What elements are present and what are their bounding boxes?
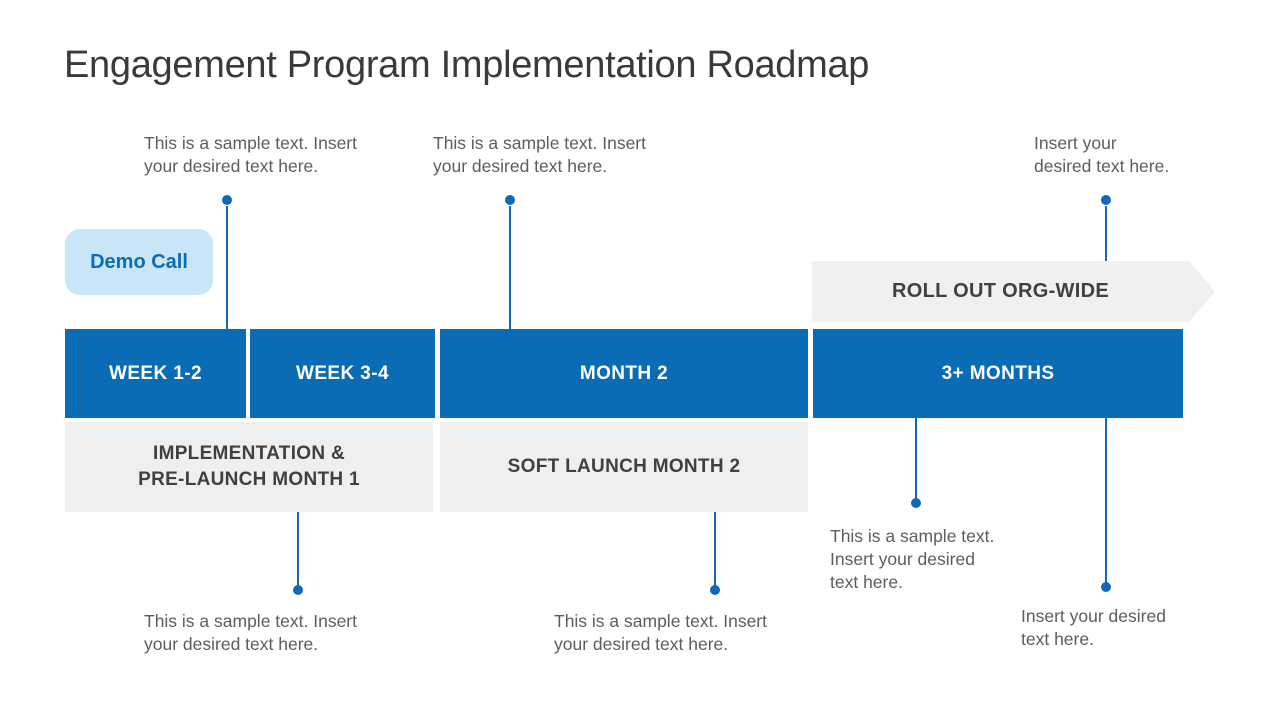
note-bottom-soft-launch: This is a sample text. Insert your desir… bbox=[554, 611, 767, 654]
connector-line bbox=[509, 206, 511, 329]
timeline-segment-week-1-2: WEEK 1-2 bbox=[65, 329, 246, 418]
note-top-month2: This is a sample text. Insert your desir… bbox=[433, 133, 646, 176]
connector-line bbox=[226, 206, 228, 329]
phase-box-soft-launch: SOFT LAUNCH MONTH 2 bbox=[440, 422, 808, 512]
connector-dot bbox=[293, 585, 303, 595]
demo-call-badge: Demo Call bbox=[65, 229, 213, 295]
note-top-rollout: Insert your desired text here. bbox=[1034, 133, 1170, 176]
connector-line bbox=[1105, 418, 1107, 583]
page-title: Engagement Program Implementation Roadma… bbox=[64, 44, 870, 86]
note-bottom-implementation: This is a sample text. Insert your desir… bbox=[144, 611, 357, 654]
timeline-segment-month-2: MONTH 2 bbox=[440, 329, 808, 418]
note-top-week: This is a sample text. Insert your desir… bbox=[144, 133, 357, 176]
phase-box-implementation: IMPLEMENTATION & PRE-LAUNCH MONTH 1 bbox=[65, 422, 433, 512]
note-bottom-3plus-left: This is a sample text. Insert your desir… bbox=[830, 526, 995, 592]
timeline-segment-week-3-4: WEEK 3-4 bbox=[250, 329, 435, 418]
connector-line bbox=[297, 512, 299, 586]
connector-line bbox=[714, 512, 716, 586]
note-bottom-3plus-right: Insert your desired text here. bbox=[1021, 606, 1166, 649]
connector-dot bbox=[505, 195, 515, 205]
connector-line bbox=[1105, 206, 1107, 262]
demo-call-label: Demo Call bbox=[90, 250, 188, 273]
connector-dot bbox=[710, 585, 720, 595]
rollout-arrow: ROLL OUT ORG-WIDE bbox=[812, 261, 1215, 322]
connector-dot bbox=[911, 498, 921, 508]
connector-dot bbox=[222, 195, 232, 205]
rollout-label: ROLL OUT ORG-WIDE bbox=[892, 280, 1109, 302]
connector-dot bbox=[1101, 582, 1111, 592]
timeline-segment-3plus-months: 3+ MONTHS bbox=[813, 329, 1183, 418]
connector-dot bbox=[1101, 195, 1111, 205]
connector-line bbox=[915, 418, 917, 499]
